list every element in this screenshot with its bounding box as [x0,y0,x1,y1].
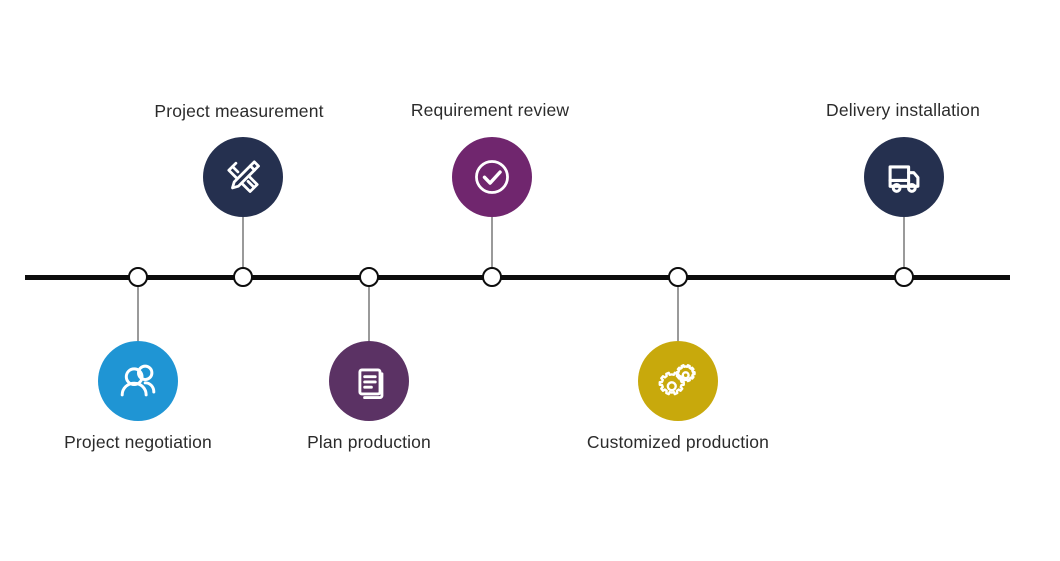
timeline-connector [242,217,244,277]
users-icon [115,358,161,404]
step-icon-bubble-6[interactable] [864,137,944,217]
step-label-5: Customized production [586,432,770,452]
timeline-node-3[interactable] [359,267,379,287]
pencil-ruler-icon [220,154,266,200]
check-circle-icon [469,154,515,200]
step-label-4: Requirement review [410,100,570,120]
step-icon-bubble-5[interactable] [638,341,718,421]
delivery-truck-icon [881,154,927,200]
step-icon-bubble-2[interactable] [203,137,283,217]
step-label-2: Project measurement [154,101,324,121]
step-icon-bubble-4[interactable] [452,137,532,217]
step-icon-bubble-1[interactable] [98,341,178,421]
timeline-connector [491,217,493,277]
timeline-axis [25,275,1010,280]
timeline-node-6[interactable] [894,267,914,287]
timeline-connector [903,217,905,277]
timeline-connector [677,277,679,341]
timeline-node-5[interactable] [668,267,688,287]
timeline-connector [137,277,139,341]
timeline-connector [368,277,370,341]
step-label-3: Plan production [307,432,431,452]
gears-icon [655,358,701,404]
timeline-node-2[interactable] [233,267,253,287]
step-label-6: Delivery installation [826,100,980,120]
timeline-node-4[interactable] [482,267,502,287]
step-label-1: Project negotiation [64,432,212,452]
documents-icon [346,358,392,404]
step-icon-bubble-3[interactable] [329,341,409,421]
timeline-node-1[interactable] [128,267,148,287]
